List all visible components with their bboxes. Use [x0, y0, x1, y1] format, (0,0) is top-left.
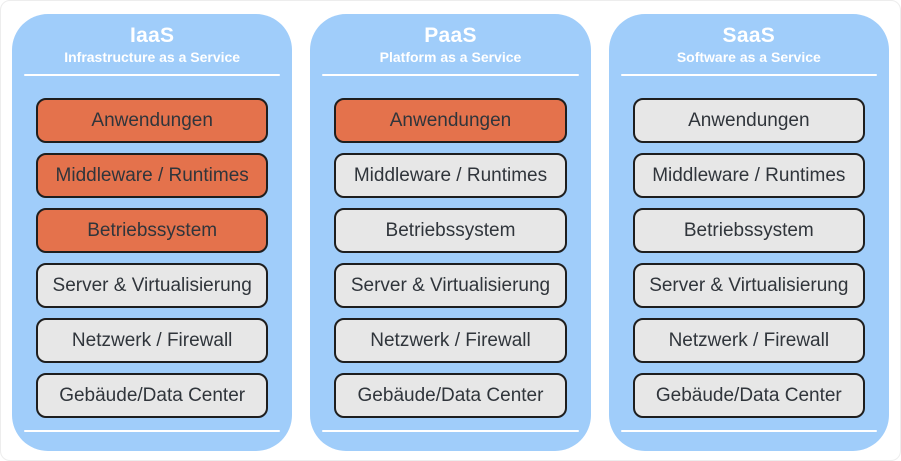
column-title: PaaS [424, 24, 477, 47]
layer-label: Server & Virtualisierung [350, 274, 551, 296]
layer-box-middleware-runtimes: Middleware / Runtimes [334, 153, 567, 198]
layer-box-anwendungen: Anwendungen [632, 98, 865, 143]
layer-box-server-virtualisierung: Server & Virtualisierung [334, 263, 567, 308]
layer-stack: Anwendungen Middleware / Runtimes Betrie… [334, 98, 567, 418]
layer-box-gebaeude-data-center: Gebäude/Data Center [334, 373, 567, 418]
layer-label: Middleware / Runtimes [353, 164, 548, 186]
layer-box-anwendungen: Anwendungen [36, 98, 269, 143]
layer-label: Netzwerk / Firewall [71, 329, 233, 351]
layer-label: Betriebssystem [87, 219, 218, 241]
header-divider [24, 74, 281, 76]
footer-divider [322, 430, 579, 432]
layer-box-server-virtualisierung: Server & Virtualisierung [36, 263, 269, 308]
column-subtitle: Infrastructure as a Service [64, 49, 241, 65]
layer-box-gebaeude-data-center: Gebäude/Data Center [36, 373, 269, 418]
layer-stack: Anwendungen Middleware / Runtimes Betrie… [632, 98, 865, 418]
layer-box-netzwerk-firewall: Netzwerk / Firewall [334, 318, 567, 363]
column-subtitle: Platform as a Service [379, 49, 522, 65]
layer-label: Betriebssystem [385, 219, 516, 241]
layer-label: Middleware / Runtimes [55, 164, 249, 186]
layer-label: Netzwerk / Firewall [370, 329, 531, 351]
layer-box-netzwerk-firewall: Netzwerk / Firewall [632, 318, 865, 363]
layer-label: Anwendungen [688, 109, 810, 131]
footer-divider [620, 430, 877, 432]
layer-box-gebaeude-data-center: Gebäude/Data Center [632, 373, 865, 418]
layer-label: Anwendungen [389, 109, 512, 131]
footer-divider [24, 430, 281, 432]
layer-box-betriebssystem: Betriebssystem [36, 208, 269, 253]
layer-label: Anwendungen [91, 109, 213, 131]
header-divider [322, 74, 579, 76]
layer-label: Gebäude/Data Center [655, 384, 842, 406]
layer-box-netzwerk-firewall: Netzwerk / Firewall [36, 318, 269, 363]
layer-box-betriebssystem: Betriebssystem [334, 208, 567, 253]
layer-label: Betriebssystem [683, 219, 814, 241]
layer-box-betriebssystem: Betriebssystem [632, 208, 865, 253]
layer-box-middleware-runtimes: Middleware / Runtimes [36, 153, 269, 198]
layer-label: Server & Virtualisierung [649, 274, 849, 296]
column-saas: SaaS Software as a Service Anwendungen M… [608, 14, 889, 451]
layer-label: Server & Virtualisierung [52, 274, 252, 296]
layer-box-anwendungen: Anwendungen [334, 98, 567, 143]
column-title: SaaS [722, 24, 776, 47]
layer-box-server-virtualisierung: Server & Virtualisierung [632, 263, 865, 308]
column-title: IaaS [129, 24, 175, 47]
layer-stack: Anwendungen Middleware / Runtimes Betrie… [36, 98, 269, 418]
layer-box-middleware-runtimes: Middleware / Runtimes [632, 153, 865, 198]
column-subtitle: Software as a Service [676, 49, 821, 65]
layer-label: Netzwerk / Firewall [668, 329, 830, 351]
layer-label: Gebäude/Data Center [357, 384, 544, 406]
column-iaas: IaaS Infrastructure as a Service Anwendu… [12, 14, 293, 451]
layer-label: Middleware / Runtimes [652, 164, 846, 186]
header-divider [620, 74, 877, 76]
layer-label: Gebäude/Data Center [59, 384, 246, 406]
column-paas: PaaS Platform as a Service Anwendungen M… [310, 14, 591, 451]
